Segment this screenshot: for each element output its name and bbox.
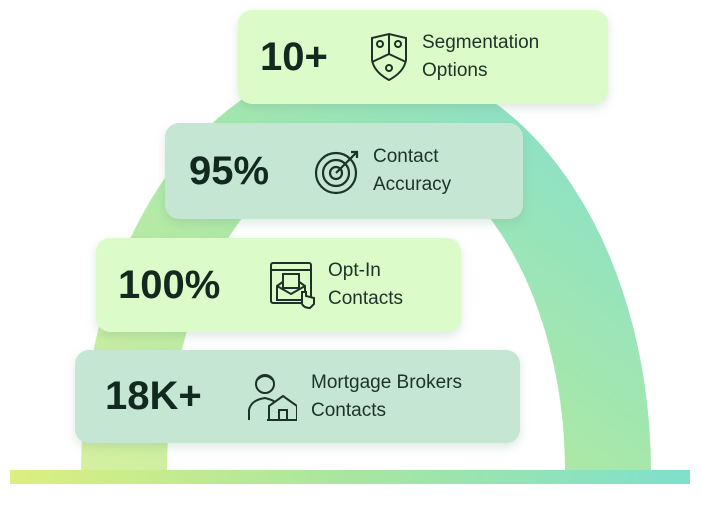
stat-label-line2: Accuracy [373, 174, 452, 195]
stat-label-line1: Mortgage Brokers [311, 371, 463, 393]
stat-value: 10+ [260, 34, 328, 79]
stat-label-line1: Opt-In [328, 260, 381, 281]
stat-label-line2: Contacts [328, 288, 403, 309]
stat-label-line1: Contact [373, 146, 439, 167]
broker-house-icon [248, 373, 297, 421]
stat-label-line1: Segmentation [422, 32, 540, 53]
stat-value: 95% [189, 148, 270, 193]
stat-card-accuracy: 95% Contact Accuracy [165, 123, 523, 219]
stat-label-line2: Contacts [311, 399, 386, 421]
stat-card-brokers: 18K+ Mortgage Brokers Contacts [75, 350, 520, 443]
segmentation-shield-icon [371, 32, 407, 82]
stat-card-segmentation: 10+ Segmentation Options [238, 10, 608, 104]
stat-card-optin: 100% Opt-In Contacts [96, 238, 461, 332]
stat-label-line2: Options [422, 60, 488, 81]
stat-value: 100% [118, 262, 221, 307]
base-bar [10, 470, 690, 484]
email-click-icon [270, 262, 315, 310]
stat-value: 18K+ [105, 374, 202, 418]
target-icon [314, 150, 359, 195]
